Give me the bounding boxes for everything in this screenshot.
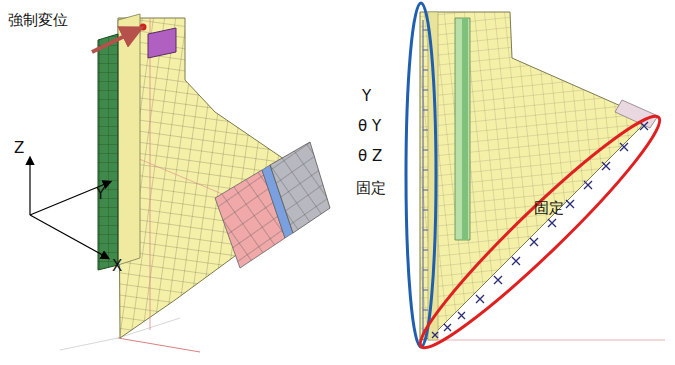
constraint-label: θ Y — [358, 118, 381, 135]
axis-label: Y — [96, 186, 105, 203]
constraint-label: 固定 — [356, 180, 386, 197]
constraint-label: θ Z — [358, 148, 382, 165]
constraint-label: Y — [362, 88, 371, 105]
axis-label: Z — [14, 140, 24, 157]
axis-label: X — [112, 258, 122, 275]
load-label: 強制変位 — [8, 12, 68, 29]
constraint-label: 固定 — [534, 200, 564, 217]
